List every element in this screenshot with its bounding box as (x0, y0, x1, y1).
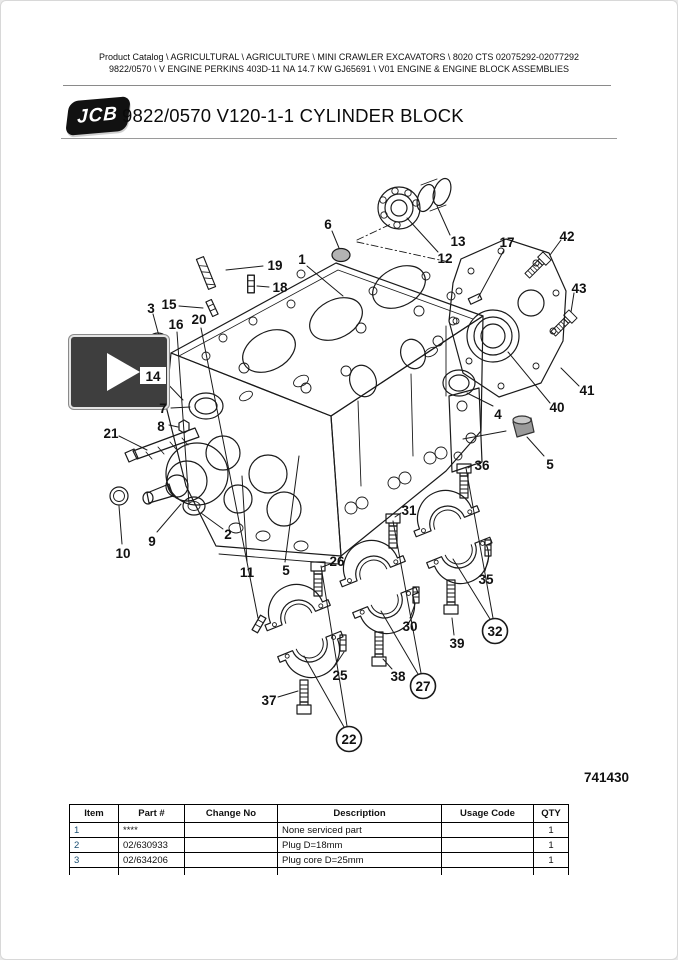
callout-16: 16 (168, 317, 184, 332)
title-divider (61, 138, 617, 139)
callout-15: 15 (161, 297, 177, 312)
callout-30: 30 (402, 619, 417, 634)
play-icon (107, 353, 140, 391)
change-cell (184, 837, 278, 853)
table-row-partial (69, 867, 569, 875)
callout-7: 7 (159, 401, 167, 416)
col-header-description: Description (277, 804, 442, 823)
callout-27: 27 (415, 679, 430, 694)
breadcrumb-line-2[interactable]: 9822/0570 \ V ENGINE PERKINS 403D-11 NA … (108, 64, 570, 74)
change-cell (184, 852, 278, 868)
breadcrumb-line-1[interactable]: Product Catalog \ AGRICULTURAL \ AGRICUL… (98, 52, 580, 62)
callout-circle-22 (335, 725, 363, 753)
qty-cell: 1 (533, 822, 569, 838)
callout-4: 4 (494, 407, 502, 422)
callout-12: 12 (437, 251, 452, 266)
callout-halo (140, 367, 166, 384)
callout-38: 38 (390, 669, 406, 684)
callout-layer: 1234556789101112131415161718192021222526… (103, 217, 595, 753)
empty-cell (69, 867, 119, 875)
description-cell: None serviced part (277, 822, 442, 838)
callout-42: 42 (559, 229, 574, 244)
callout-41: 41 (579, 383, 595, 398)
part-cell: 02/630933 (118, 837, 185, 853)
jcb-logo-text: JCB (77, 103, 119, 128)
callout-22: 22 (341, 732, 356, 747)
part-cell: 02/634206 (118, 852, 185, 868)
callout-21: 21 (103, 426, 119, 441)
part-cell: **** (118, 822, 185, 838)
callout-31: 31 (401, 503, 417, 518)
empty-cell (441, 867, 534, 875)
callout-5: 5 (282, 563, 290, 578)
col-header-usage-code: Usage Code (441, 804, 534, 823)
qty-cell: 1 (533, 852, 569, 868)
callout-40: 40 (549, 400, 564, 415)
empty-cell (118, 867, 185, 875)
usage-cell (441, 822, 534, 838)
callout-circle-27 (409, 672, 437, 700)
item-cell[interactable]: 1 (69, 822, 119, 838)
page-title: 9822/0570 V120-1-1 CYLINDER BLOCK (122, 105, 464, 126)
callout-36: 36 (474, 458, 490, 473)
callout-43: 43 (571, 281, 587, 296)
callout-17: 17 (499, 235, 514, 250)
callout-35: 35 (478, 572, 494, 587)
qty-cell: 1 (533, 837, 569, 853)
figure-number: 741430 (583, 770, 629, 785)
video-play-button[interactable] (69, 335, 169, 409)
usage-cell (441, 852, 534, 868)
callout-37: 37 (261, 693, 276, 708)
callout-39: 39 (449, 636, 464, 651)
diagram-linework (109, 177, 580, 728)
callout-19: 19 (267, 258, 282, 273)
empty-cell (277, 867, 442, 875)
callout-13: 13 (450, 234, 466, 249)
callout-32: 32 (487, 624, 502, 639)
callout-8: 8 (157, 419, 165, 434)
callout-18: 18 (272, 280, 288, 295)
empty-cell (184, 867, 278, 875)
callout-20: 20 (191, 312, 206, 327)
change-cell (184, 822, 278, 838)
breadcrumb-divider (63, 85, 611, 86)
callout-3: 3 (147, 301, 155, 316)
callout-14: 14 (145, 369, 161, 384)
callout-25: 25 (332, 668, 348, 683)
col-header-part-: Part # (118, 804, 185, 823)
callout-10: 10 (115, 546, 130, 561)
empty-cell (533, 867, 569, 875)
callout-11: 11 (240, 565, 255, 580)
description-cell: Plug core D=25mm (277, 852, 442, 868)
callout-6: 6 (324, 217, 332, 232)
col-header-qty: QTY (533, 804, 569, 823)
callout-circle-32 (481, 617, 509, 645)
callout-5: 5 (546, 457, 554, 472)
item-cell[interactable]: 2 (69, 837, 119, 853)
col-header-item: Item (69, 804, 119, 823)
callout-2: 2 (224, 527, 232, 542)
col-header-change-no: Change No (184, 804, 278, 823)
callout-1: 1 (298, 252, 306, 267)
callout-9: 9 (148, 534, 156, 549)
item-cell[interactable]: 3 (69, 852, 119, 868)
callout-26: 26 (329, 554, 345, 569)
breadcrumb: Product Catalog \ AGRICULTURAL \ AGRICUL… (41, 51, 637, 75)
usage-cell (441, 837, 534, 853)
description-cell: Plug D=18mm (277, 837, 442, 853)
